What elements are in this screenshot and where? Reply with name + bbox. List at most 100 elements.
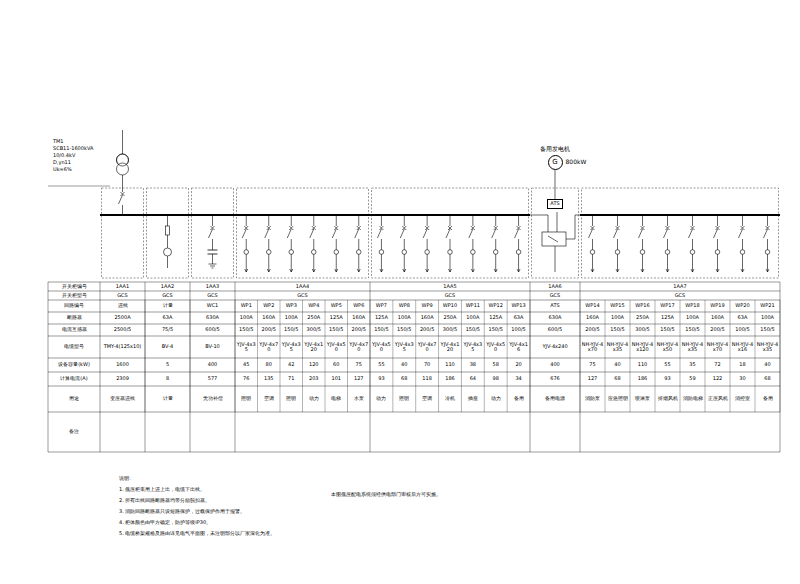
- label-cell: YJV-4x16: [507, 336, 530, 358]
- label-cell: 100/5: [507, 324, 530, 336]
- feeder-line: [336, 239, 337, 272]
- table-cell: 250A: [307, 315, 320, 321]
- label-cell: YJV-4x50: [325, 336, 348, 358]
- label-cell: 676: [530, 372, 580, 386]
- label-cell: 开关柜型号: [48, 291, 100, 300]
- table-cell: WP8: [399, 303, 410, 309]
- feeder-line: [518, 215, 519, 226]
- table-cell: 水泵: [354, 396, 364, 402]
- breaker-symbol: [739, 229, 743, 238]
- ats-input-line: [530, 215, 548, 232]
- current-transformer-symbol: [740, 250, 745, 255]
- feeder-line: [518, 239, 519, 272]
- label-cell: 10/0.4kV: [52, 152, 112, 159]
- table-cell: 电梯: [331, 396, 341, 402]
- table-cell: GCS: [445, 293, 456, 299]
- label-cell: 18: [730, 358, 755, 372]
- incoming-cable: [48, 186, 110, 187]
- label-cell: 8: [145, 372, 190, 386]
- table-cell: 150/5: [329, 327, 343, 333]
- ats-box: ATS: [547, 199, 562, 209]
- label-cell: WP12: [484, 300, 507, 312]
- cable-end-symbol: [290, 269, 293, 272]
- current-transformer-symbol: [590, 250, 595, 255]
- table-cell: YJV-4x50: [371, 342, 392, 353]
- table-cell: 无功补偿: [203, 396, 223, 402]
- label-cell: 93: [655, 372, 680, 386]
- table-cell: 135: [264, 376, 274, 382]
- label-cell: 20: [507, 358, 530, 372]
- label-cell: 照明: [280, 386, 303, 412]
- feeder-line: [617, 215, 618, 226]
- label-cell: 40: [393, 358, 416, 372]
- table-cell: WP20: [735, 303, 749, 309]
- label-cell: 59: [680, 372, 705, 386]
- table-cell: 100A: [398, 315, 411, 321]
- label-cell: 125A: [655, 312, 680, 324]
- label-cell: 160A: [580, 312, 605, 324]
- label-cell: WP2: [258, 300, 281, 312]
- table-cell: 100A: [611, 315, 624, 321]
- label-cell: 1600: [100, 358, 145, 372]
- feeder-line: [717, 215, 718, 226]
- label-cell: WP20: [730, 300, 755, 312]
- table-cell: 38: [470, 362, 476, 368]
- table-rule: [48, 412, 780, 413]
- feeder-line: [667, 239, 668, 272]
- label-cell: 150/5: [605, 324, 630, 336]
- label-cell: 排烟风机: [655, 386, 680, 412]
- label-cell: 应急照明: [605, 386, 630, 412]
- table-cell: 400: [550, 362, 560, 368]
- label-cell: 40: [605, 358, 630, 372]
- table-cell: YJV-4x70: [349, 342, 370, 353]
- label-cell: YJV-4x50: [370, 336, 393, 358]
- current-transformer-symbol: [266, 250, 271, 255]
- label-cell: 变压器进线: [100, 386, 145, 412]
- label-cell: 150/5: [325, 324, 348, 336]
- box-text: ATS: [550, 201, 559, 207]
- label-cell: WP1: [235, 300, 258, 312]
- label-cell: 630A: [530, 312, 580, 324]
- breaker-symbol: [764, 229, 768, 238]
- table-rule: [780, 282, 781, 452]
- label-cell: 4. 柜体颜色由甲方确定，防护等级IP30。: [118, 518, 518, 528]
- cable-end-symbol: [666, 269, 669, 272]
- label-cell: 71: [280, 372, 303, 386]
- table-cell: 150/5: [284, 327, 298, 333]
- table-cell: 动力: [376, 396, 386, 402]
- current-transformer-symbol: [244, 250, 249, 255]
- label-cell: 150/5: [680, 324, 705, 336]
- cable-end-symbol: [766, 269, 769, 272]
- ground-symbol: [209, 264, 217, 265]
- label-cell: 100A: [461, 312, 484, 324]
- breaker-symbol: [515, 229, 519, 238]
- cable-end-symbol: [591, 269, 594, 272]
- label-cell: 42: [280, 358, 303, 372]
- label-cell: 进线: [100, 300, 145, 312]
- note-text: 3. 消防回路断路器只设短路保护，过载保护作用于报警。: [119, 509, 245, 515]
- table-cell: NH-YJV-4x50: [656, 342, 679, 353]
- cable-end-symbol: [403, 269, 406, 272]
- table-cell: YJV-4x50: [485, 342, 506, 353]
- table-cell: 160A: [586, 315, 599, 321]
- label-cell: 40: [755, 358, 780, 372]
- table-cell: 75: [356, 362, 362, 368]
- label-cell: YJV-4x120: [303, 336, 326, 358]
- table-cell: NH-YJV-4x35: [606, 342, 629, 353]
- table-cell: WP18: [685, 303, 699, 309]
- label-cell: 160A: [348, 312, 371, 324]
- breaker-symbol: [310, 229, 314, 238]
- breaker-symbol: [287, 229, 291, 238]
- note-text: 2. 所有出线回路断路器均带分励脱扣器。: [119, 498, 210, 504]
- generator-symbol: G: [548, 155, 563, 170]
- label-cell: WP5: [325, 300, 348, 312]
- table-cell: 101: [331, 376, 341, 382]
- table-cell: WP12: [489, 303, 503, 309]
- label-cell: 消控室: [730, 386, 755, 412]
- feeder-line: [642, 239, 643, 272]
- feeder-line: [336, 215, 337, 226]
- table-rule: [280, 300, 281, 412]
- capacitor-symbol: [208, 250, 218, 251]
- table-cell: 计量: [163, 303, 173, 309]
- table-rule: [48, 358, 780, 359]
